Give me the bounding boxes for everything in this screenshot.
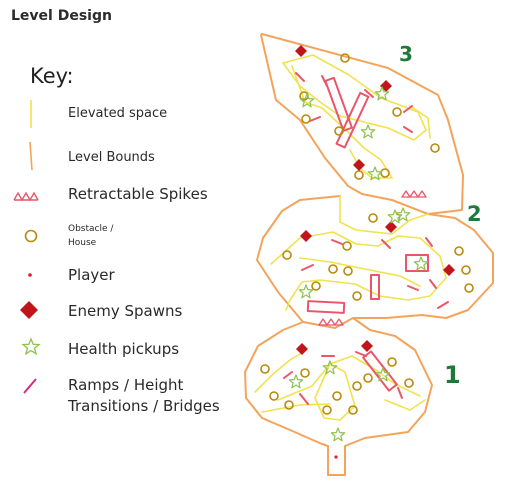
ramps-bridges (283, 72, 449, 405)
legend-label-spikes: Retractable Spikes (68, 185, 208, 203)
legend-label-ramps-line2: Transitions / Bridges (68, 397, 220, 415)
elevated-space-icon (30, 100, 32, 128)
elevated-space (254, 54, 447, 421)
level-number-3: 3 (399, 42, 413, 66)
legend-label-obstacle-line2: House (68, 238, 97, 248)
legend-label-obstacle-line1: Obstacle / (68, 224, 114, 234)
level-number-1: 1 (444, 361, 461, 389)
retractable-spikes-icon (13, 191, 39, 202)
level-bounds-icon (29, 141, 33, 171)
enemy-spawn-icon (20, 301, 38, 319)
level-number-2: 2 (467, 202, 482, 226)
player-marker (334, 455, 338, 459)
legend-label-health: Health pickups (68, 340, 180, 358)
legend-label-enemy: Enemy Spawns (68, 302, 183, 320)
legend-label-obstacle: Obstacle / House (68, 222, 113, 250)
legend-label-elevated: Elevated space (68, 106, 168, 121)
enemy-spawns (295, 45, 455, 355)
legend-label-ramps: Ramps / Height Transitions / Bridges (68, 375, 220, 417)
legend-label-ramps-line1: Ramps / Height (68, 376, 184, 394)
obstacles (260, 53, 474, 415)
page-title: Level Design (11, 8, 112, 24)
health-pickup-icon (21, 337, 41, 356)
health-pickups (288, 86, 429, 442)
ramp-icon (23, 378, 37, 394)
player-icon (28, 273, 32, 277)
obstacle-house-icon (24, 229, 38, 243)
legend-label-bounds: Level Bounds (68, 150, 155, 165)
legend-label-player: Player (68, 266, 115, 284)
retractable-spikes (318, 190, 427, 326)
key-heading: Key: (30, 64, 74, 88)
